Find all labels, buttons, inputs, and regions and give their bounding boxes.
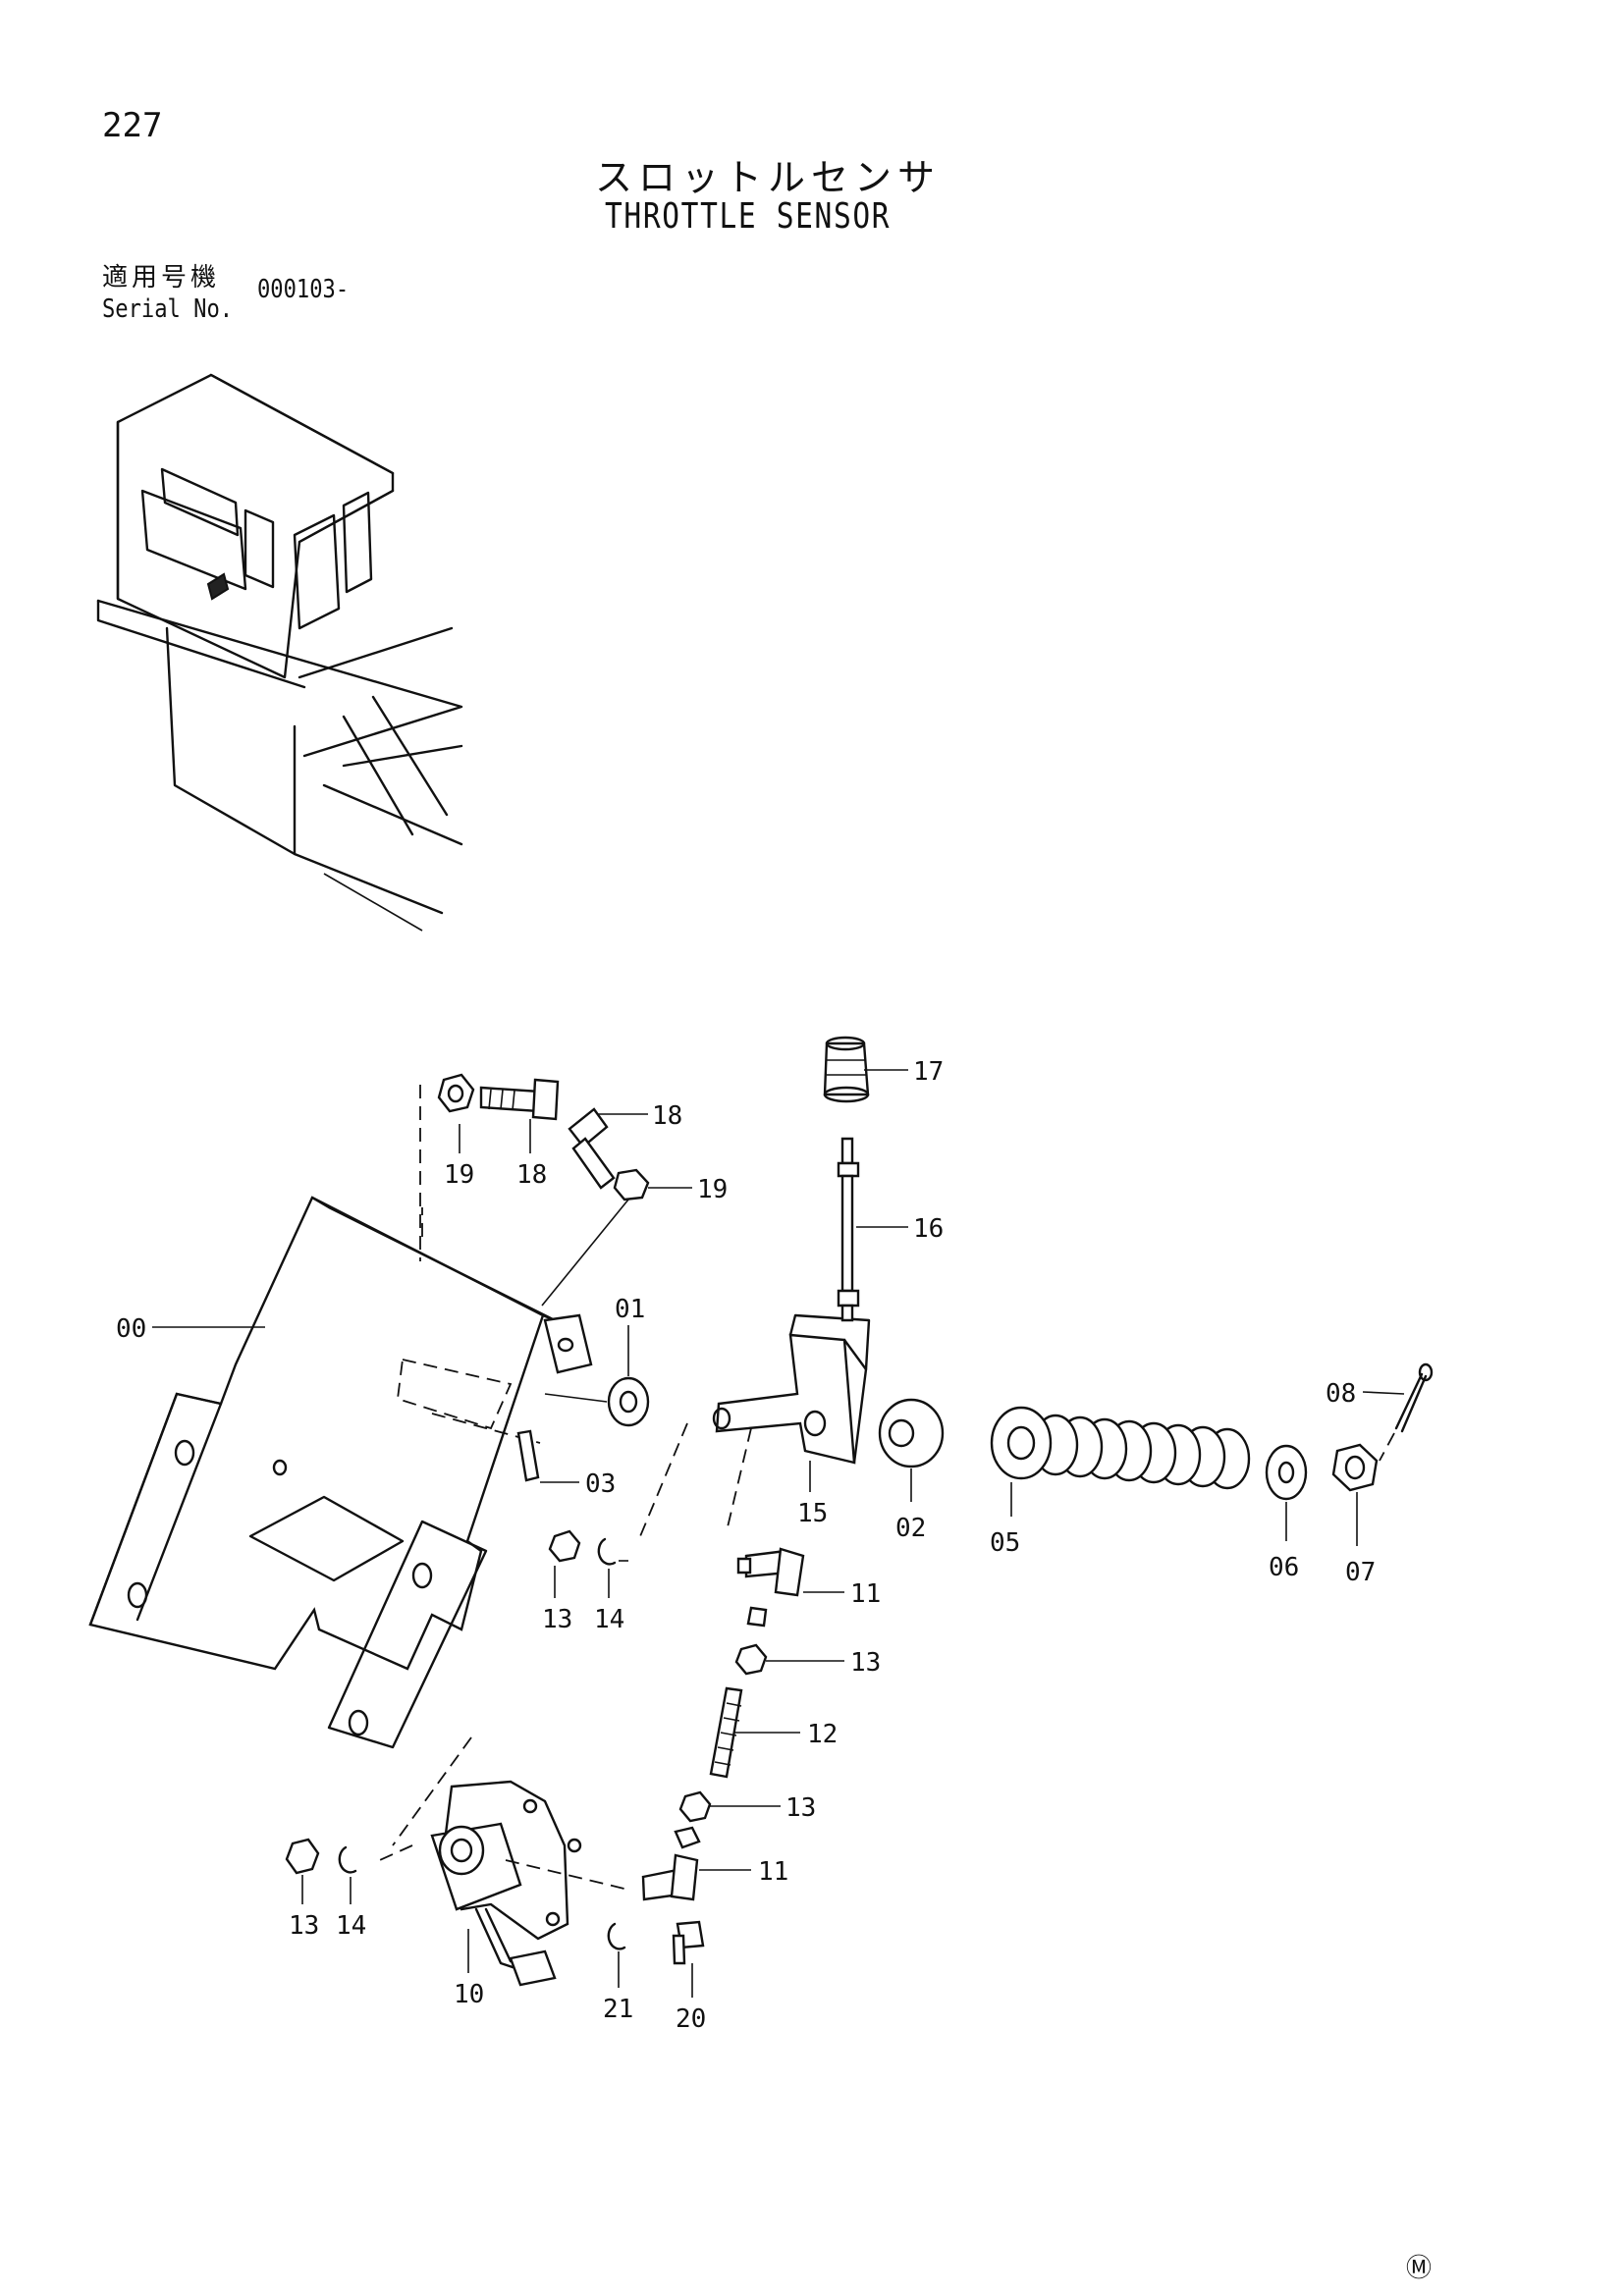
washer-21 bbox=[607, 1922, 626, 1950]
callout-15: 15 bbox=[797, 1499, 828, 1528]
callout-08: 08 bbox=[1326, 1379, 1356, 1409]
nut-19b bbox=[613, 1168, 650, 1201]
collar-02 bbox=[878, 1398, 945, 1468]
nut-13d bbox=[285, 1838, 320, 1875]
washer-14a bbox=[597, 1537, 617, 1566]
ball-joint-11b bbox=[641, 1826, 701, 1901]
callout-13d: 13 bbox=[289, 1911, 319, 1941]
callout-13b: 13 bbox=[850, 1648, 881, 1678]
serial-number-value: 000103- bbox=[257, 275, 350, 304]
page-title-japanese: スロットルセンサ bbox=[595, 156, 942, 199]
leader-lines bbox=[152, 1069, 1405, 1998]
callout-13c: 13 bbox=[785, 1793, 816, 1823]
callout-14a: 14 bbox=[594, 1605, 624, 1634]
spring-rod-12 bbox=[709, 1686, 743, 1779]
bolt-18b bbox=[568, 1107, 616, 1190]
nut-13a bbox=[548, 1529, 581, 1563]
callout-10: 10 bbox=[454, 1980, 484, 2009]
callout-12: 12 bbox=[807, 1720, 838, 1749]
bracket-plate bbox=[88, 1196, 593, 1749]
cap-17 bbox=[823, 1036, 870, 1103]
callout-18a: 18 bbox=[516, 1160, 547, 1190]
callout-21: 21 bbox=[603, 1995, 633, 2024]
callout-05: 05 bbox=[990, 1528, 1020, 1558]
screw-20 bbox=[672, 1920, 705, 1965]
callout-11b: 11 bbox=[758, 1857, 788, 1887]
nut-19a bbox=[437, 1073, 475, 1113]
cotter-pin-08 bbox=[1394, 1362, 1434, 1433]
nut-13c bbox=[678, 1790, 712, 1823]
machine-location-illustration bbox=[96, 373, 463, 932]
serial-label: Serial No. bbox=[102, 294, 234, 324]
callout-labels: 00 01 02 03 05 06 07 08 10 11 11 12 13 1… bbox=[116, 1057, 1376, 2034]
pin-03 bbox=[516, 1429, 540, 1482]
callout-11a: 11 bbox=[850, 1579, 881, 1609]
washer-14b bbox=[338, 1845, 357, 1874]
callout-01: 01 bbox=[615, 1295, 645, 1324]
ball-joint-11a bbox=[736, 1547, 805, 1628]
callout-14b: 14 bbox=[336, 1911, 366, 1941]
page-number: 227 bbox=[102, 106, 163, 145]
callout-13a: 13 bbox=[542, 1605, 572, 1634]
castle-nut-07 bbox=[1331, 1443, 1379, 1492]
callout-19b: 19 bbox=[697, 1175, 728, 1204]
callout-17: 17 bbox=[913, 1057, 944, 1087]
washer-stack-05 bbox=[990, 1406, 1251, 1490]
callout-19a: 19 bbox=[444, 1160, 474, 1190]
callout-18b: 18 bbox=[652, 1101, 682, 1131]
callout-20: 20 bbox=[676, 2004, 706, 2034]
washer-06 bbox=[1265, 1444, 1308, 1501]
brand-mark: Ⓜ bbox=[1406, 2254, 1433, 2283]
shaft-16 bbox=[837, 1137, 860, 1322]
callout-16: 16 bbox=[913, 1214, 944, 1244]
callout-07: 07 bbox=[1345, 1558, 1376, 1587]
bolt-18a bbox=[479, 1078, 560, 1121]
arm-15 bbox=[637, 1313, 871, 1542]
callout-06: 06 bbox=[1269, 1553, 1299, 1582]
throttle-sensor-10 bbox=[372, 1736, 629, 1987]
washer-01 bbox=[607, 1376, 650, 1427]
callout-03: 03 bbox=[585, 1469, 616, 1499]
callout-00: 00 bbox=[116, 1314, 146, 1344]
serial-label-japanese: 適用号機 bbox=[102, 263, 221, 293]
nut-13b bbox=[734, 1643, 768, 1676]
callout-02: 02 bbox=[895, 1514, 926, 1543]
page-title: THROTTLE SENSOR bbox=[605, 196, 892, 237]
